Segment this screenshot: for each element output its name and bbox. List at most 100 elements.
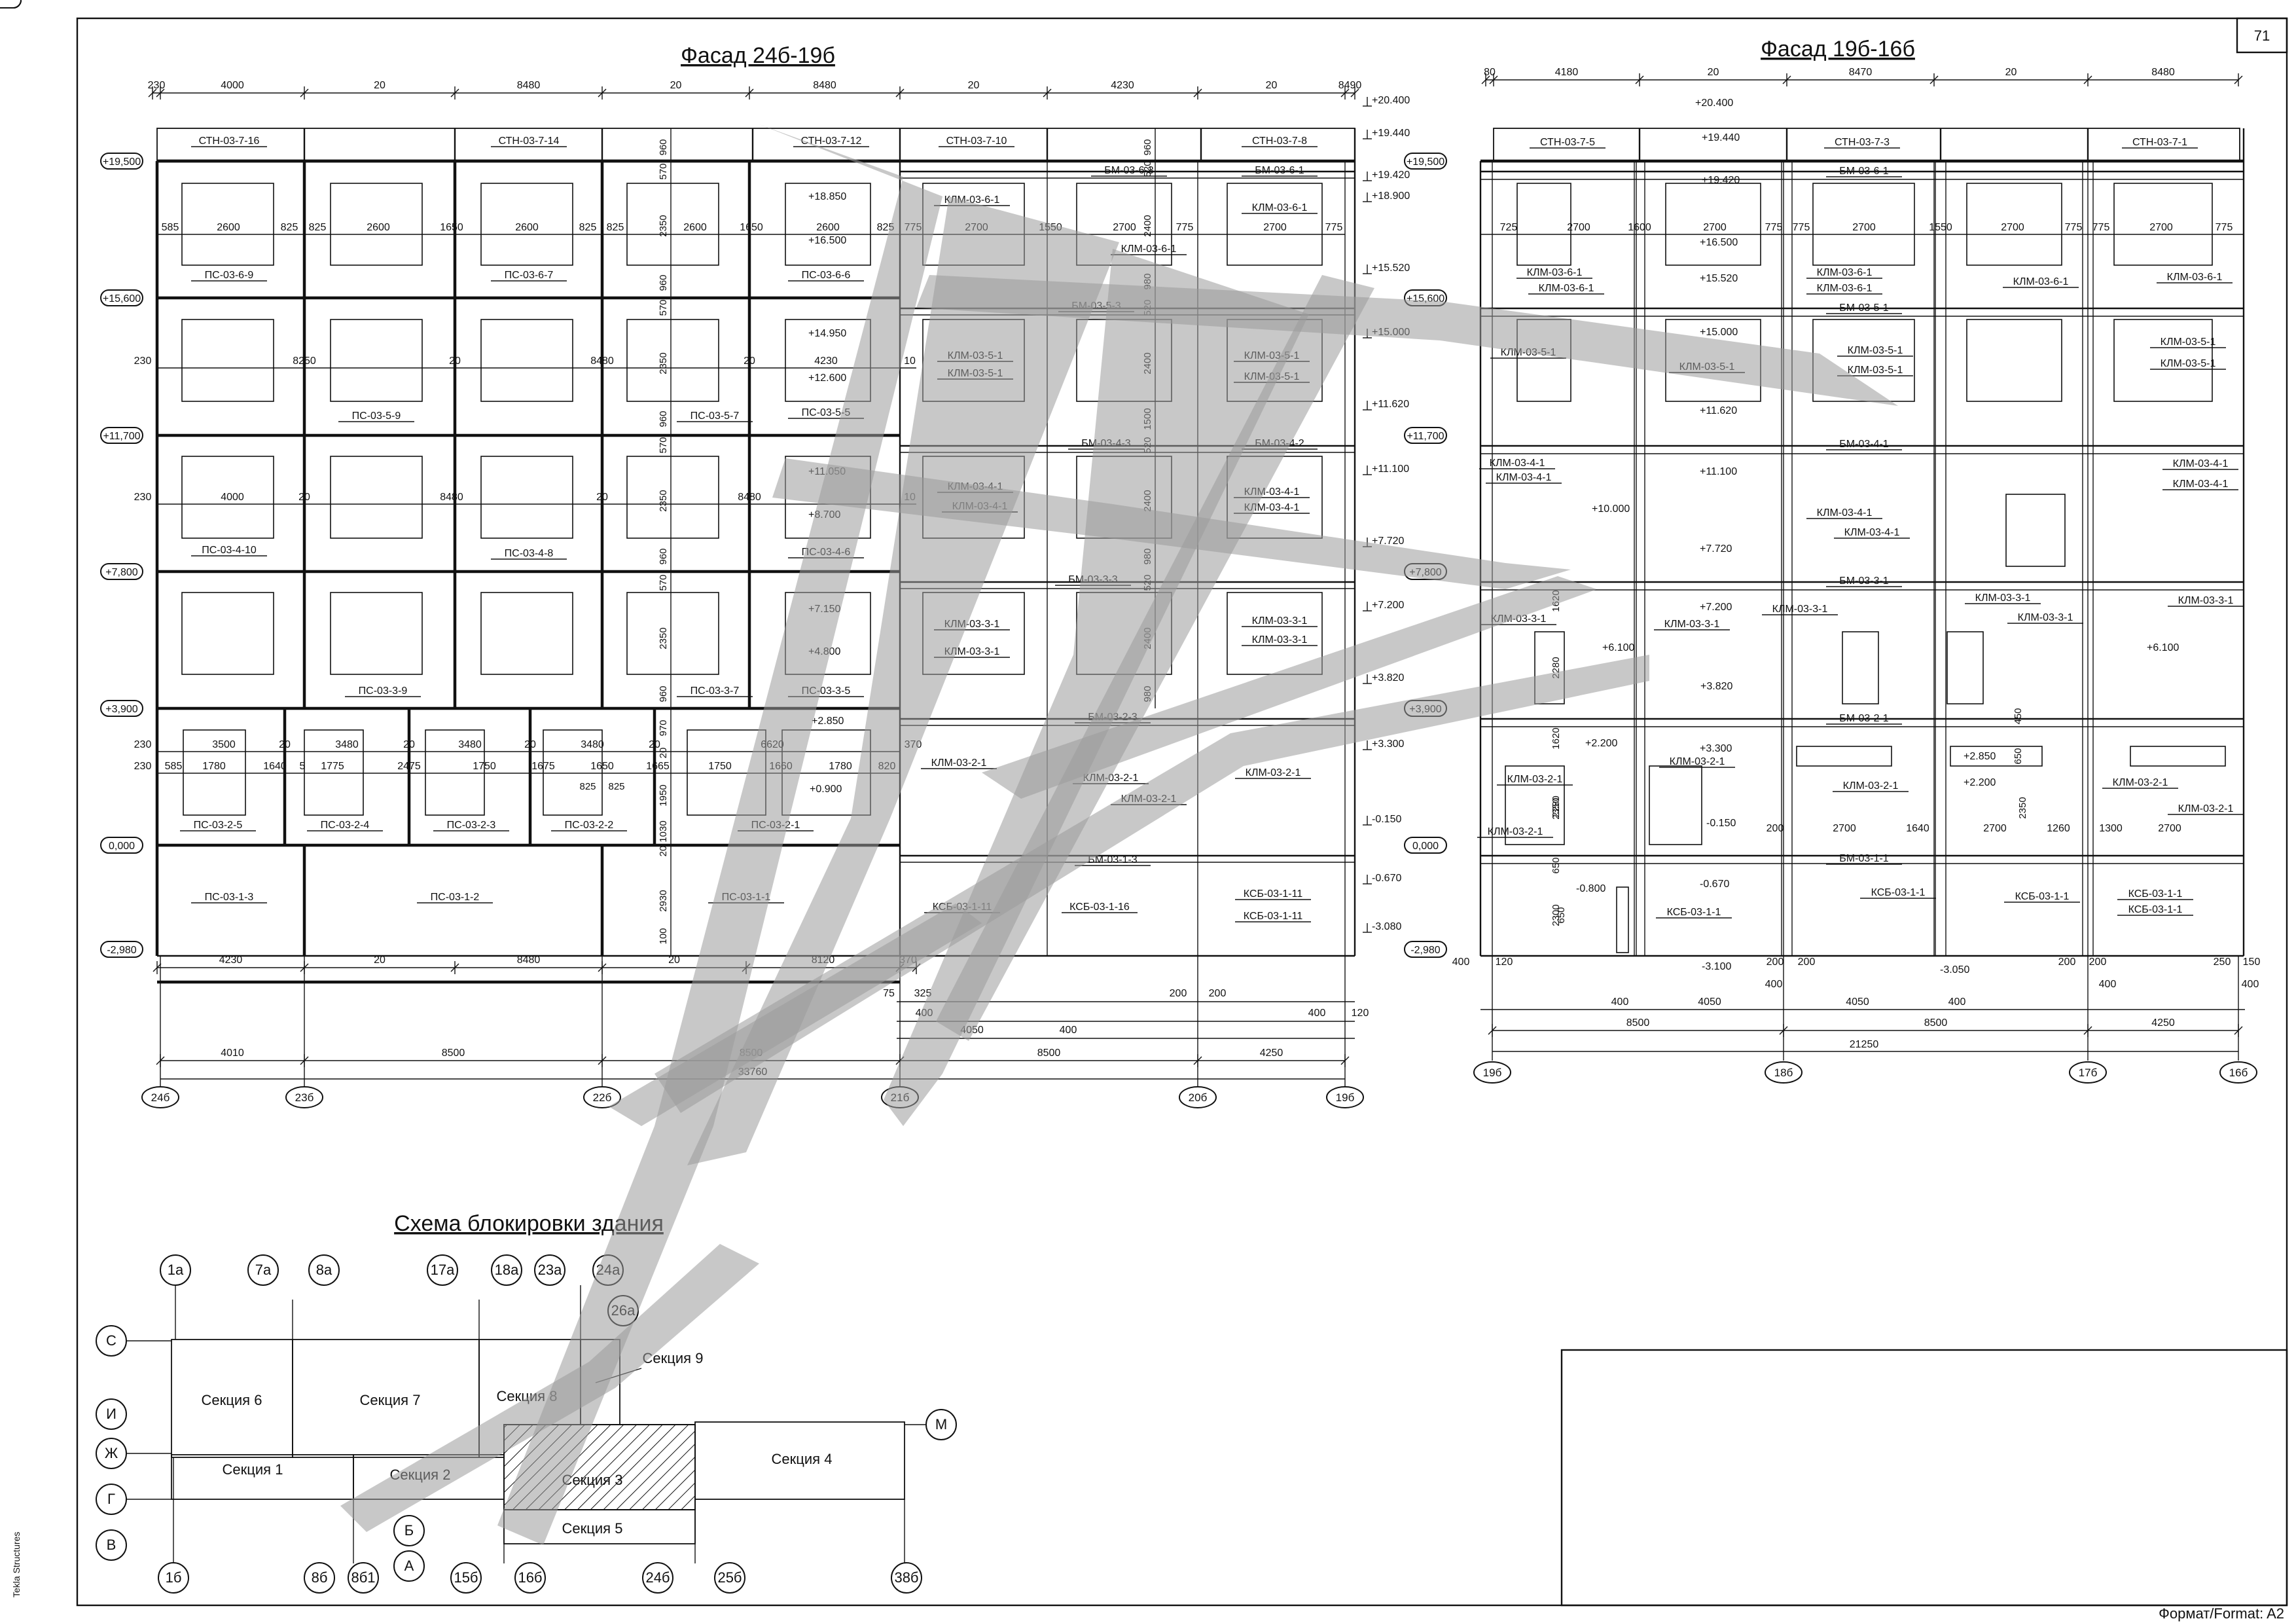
row-dim-value: 2700 <box>1852 222 1876 233</box>
row-dim-value: 8480 <box>738 492 761 503</box>
panel-label: СТН-03-7-12 <box>801 136 862 147</box>
vertical-dim: 2280 <box>1551 795 1562 817</box>
elevation-mark: +6.100 <box>2147 642 2179 653</box>
row-dim-value: 2700 <box>1263 222 1287 233</box>
row-dim-value: 8480 <box>440 492 463 503</box>
axis-4-marker <box>1179 1086 1217 1108</box>
row-dim-value: 10 <box>904 356 916 367</box>
scheme-axis-label: 1б <box>166 1569 182 1586</box>
elevation-mark: -3.050 <box>1940 964 1969 976</box>
right-elevation: +7.720 <box>1372 536 1404 547</box>
elevation-mark: -0.150 <box>1706 818 1736 829</box>
masonry-label: КЛМ-03-3-1 <box>2018 612 2073 623</box>
row-dim-value: 20 <box>403 739 415 750</box>
scheme-axis-marker <box>96 1398 127 1430</box>
scheme-axis-label: В <box>107 1537 117 1553</box>
vertical-dim: 2930 <box>658 890 669 911</box>
facade-a-bottom-dim-3-value: 4010 <box>221 1048 244 1059</box>
window <box>1649 765 1702 845</box>
beam-label: БМ-03-6-1 <box>1255 165 1304 176</box>
row-dim-value: 775 <box>1765 222 1783 233</box>
elevation-mark: +19.440 <box>1702 132 1740 143</box>
axis-b-0-marker <box>1473 1061 1511 1084</box>
watermark-stroke <box>772 458 1571 589</box>
row-dim-value: 2700 <box>2001 222 2024 233</box>
vertical-dim: 960 <box>658 410 669 427</box>
window <box>1842 631 1879 704</box>
facade-a-top-dim-value: 8480 <box>517 80 541 91</box>
masonry-label: КЛМ-03-3-1 <box>1252 615 1308 627</box>
level-mark-value: +11,700 <box>103 431 140 442</box>
format-label: Формат/Format: A2 <box>2159 1605 2284 1622</box>
vertical-dim: 1030 <box>658 820 669 842</box>
row-dim-value: 8250 <box>293 356 316 367</box>
window <box>2113 319 2213 402</box>
row-dim-value: 775 <box>2092 222 2110 233</box>
vertical-dim: 650 <box>1551 857 1562 873</box>
masonry-label: КСБ-03-1-1 <box>2128 904 2183 915</box>
vertical-dim: 960 <box>658 548 669 564</box>
bottom-dim-value: 200 <box>1209 988 1227 999</box>
row-dim-value: 230 <box>134 356 152 367</box>
bottom-dim-value: 120 <box>1496 957 1513 968</box>
inner-mark: +12.600 <box>808 373 846 384</box>
vertical-dim: 2350 <box>658 352 669 374</box>
vertical-dim: 2400 <box>1142 215 1153 236</box>
panel-label: ПС-03-1-3 <box>205 892 254 903</box>
bottom-dim-value: 400 <box>1948 996 1966 1008</box>
row-dim-value: 775 <box>2065 222 2083 233</box>
scheme-axis-label: 8б1 <box>351 1569 375 1586</box>
scheme-axis-label: 1а <box>168 1262 184 1278</box>
row-dim-value: 2475 <box>397 761 421 772</box>
row-dim-value: 1780 <box>202 761 226 772</box>
scheme-axis-marker <box>427 1254 458 1286</box>
scheme-axis-marker <box>491 1254 522 1286</box>
beam-label: БМ-03-6-3 <box>1104 165 1154 176</box>
masonry-label: КЛМ-03-2-1 <box>1670 756 1725 767</box>
vertical-dim: 2350 <box>658 627 669 649</box>
vertical-dim: 570 <box>658 437 669 453</box>
facade-b-top-dim-value: 4180 <box>1555 67 1579 78</box>
facade-a-bottom-dim-1-value: 20 <box>668 955 680 966</box>
software-label: Tekla Structures <box>11 1532 22 1597</box>
masonry-label: КЛМ-03-4-1 <box>2173 458 2229 469</box>
level-mark-value: +19,500 <box>1407 156 1444 168</box>
bottom-dim-value: 120 <box>1352 1008 1369 1019</box>
bottom-dim-value: 400 <box>1611 996 1629 1008</box>
masonry-label: КЛМ-03-2-1 <box>1488 826 1543 837</box>
row-dim-value: 1750 <box>708 761 732 772</box>
facade-a-top-dim-value: 4230 <box>1111 80 1134 91</box>
elevation-mark: +19.420 <box>1702 175 1740 186</box>
scheme-axis-marker <box>450 1562 482 1594</box>
watermark-strokes <box>340 124 1898 1545</box>
panel-label: ПС-03-2-2 <box>565 820 614 831</box>
panel-label: ПС-03-4-8 <box>505 548 554 559</box>
level-mark-tag <box>100 153 143 170</box>
masonry-label: КЛМ-03-2-1 <box>2178 803 2234 814</box>
section-label: Секция 6 <box>202 1392 262 1408</box>
elevation-mark: +7.200 <box>1700 602 1732 613</box>
row-dim-value: 1775 <box>321 761 344 772</box>
panel-label: СТН-03-7-8 <box>1252 136 1307 147</box>
vertical-dim: 570 <box>658 574 669 591</box>
scheme-axis-marker <box>308 1254 340 1286</box>
vertical-dim: 650 <box>1556 907 1567 923</box>
facade-b-bottom-dim-3-value: 4250 <box>2151 1017 2175 1029</box>
scheme-axis-marker <box>393 1515 425 1546</box>
window <box>304 729 364 816</box>
facade-a-bottom-dim-3-value: 4250 <box>1260 1048 1283 1059</box>
panel-label: ПС-03-5-7 <box>691 410 740 422</box>
bottom-dim-value: 325 <box>914 988 932 999</box>
panel-label: ПС-03-2-4 <box>321 820 370 831</box>
elevation-mark: +11.620 <box>1700 405 1737 416</box>
row-dim-value: 20 <box>649 739 660 750</box>
panel-label: СТН-03-7-14 <box>499 136 560 147</box>
facade-a-top-dim-value: 20 <box>1266 80 1278 91</box>
scheme-axis-label: А <box>404 1558 414 1574</box>
right-elevation: +11.100 <box>1372 464 1409 475</box>
window <box>480 183 573 266</box>
level-mark-tag <box>1404 153 1447 170</box>
elevation-mark: +6.100 <box>1602 642 1634 653</box>
masonry-label: КЛМ-03-6-1 <box>1817 267 1873 278</box>
scheme-axis-label: Г <box>107 1491 115 1507</box>
